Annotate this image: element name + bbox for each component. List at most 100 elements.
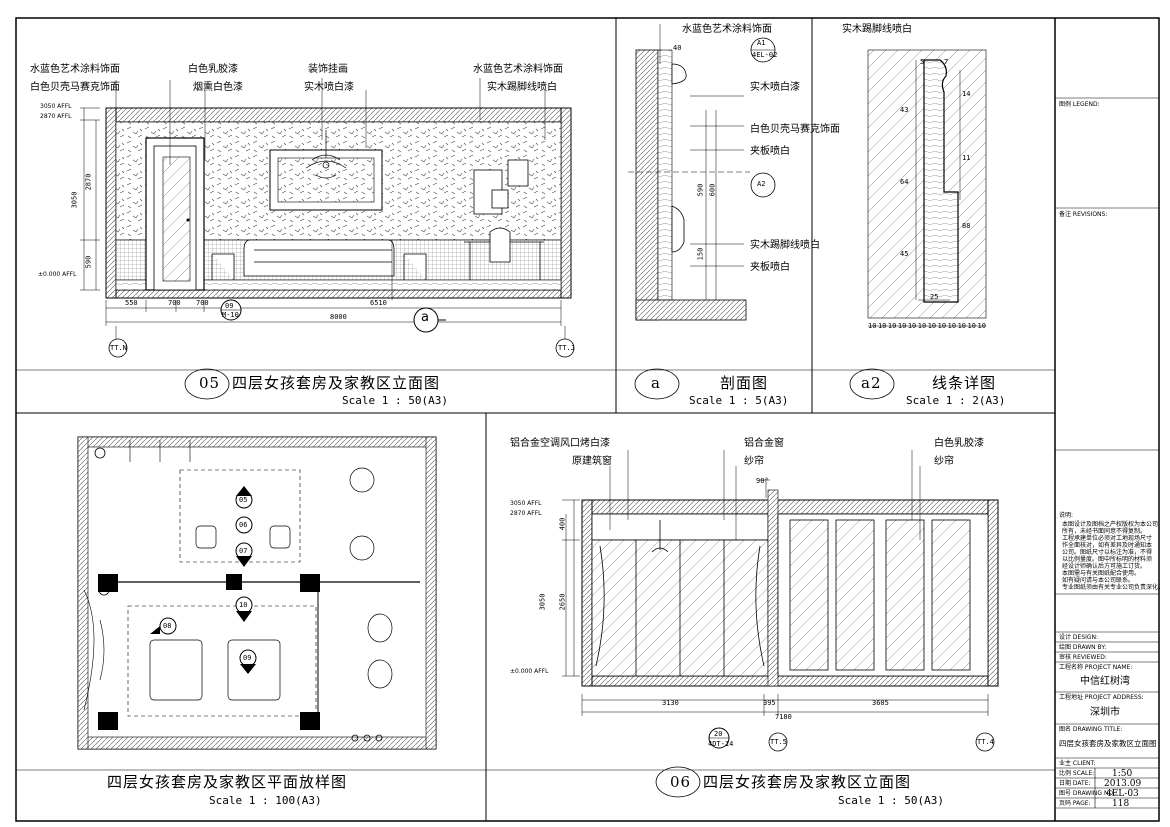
plan-marker-09-label: 09 bbox=[243, 654, 252, 662]
tb-revisions-label: 备注 REVISIONS: bbox=[1059, 211, 1108, 218]
e05-callout-ref: M-10 bbox=[222, 311, 239, 319]
tb-scale-value: 1:50 bbox=[1112, 769, 1133, 779]
tb-note-line: 专业图纸须由有关专业公司负责深化。 bbox=[1062, 584, 1165, 591]
da2-ruler-tick: 10 bbox=[927, 322, 937, 330]
tb-legend-label: 图例 LEGEND: bbox=[1059, 101, 1100, 108]
e06-label-2: 原建筑窗 bbox=[572, 456, 612, 467]
tb-notes-label: 说明: bbox=[1059, 512, 1074, 519]
da2-dim-2: 7 bbox=[944, 58, 949, 66]
sa-dim-3: 600 bbox=[708, 183, 717, 197]
e06-label-4: 纱帘 bbox=[744, 456, 764, 467]
da2-number: a2 bbox=[861, 374, 882, 392]
e05-label-1: 水蓝色艺术涂料饰面 bbox=[30, 64, 120, 75]
tb-note-line: 以比例量度。图中所标明的材料须 bbox=[1062, 556, 1153, 563]
detail-a2-drawing bbox=[849, 49, 987, 400]
e06-hdim-1: 3130 bbox=[662, 699, 679, 707]
elevation-05-drawing bbox=[80, 78, 575, 400]
da2-dim-5: 11 bbox=[962, 154, 971, 162]
plan-marker-10 bbox=[235, 596, 253, 622]
plan-title: 四层女孩套房及家教区平面放样图 bbox=[107, 773, 348, 791]
plan-scale: Scale 1 : 100(A3) bbox=[209, 794, 322, 807]
tb-drawing-title-label: 图名 DRAWING TITLE: bbox=[1059, 726, 1123, 733]
tb-note-line: 公司。图纸尺寸以标注为准，不得 bbox=[1062, 549, 1153, 556]
e05-label-3: 白色乳胶漆 bbox=[188, 64, 238, 75]
e05-label-6: 实木喷白漆 bbox=[304, 82, 354, 93]
tb-note-line: 本图需与有关图纸配合使用。 bbox=[1062, 570, 1141, 577]
e06-callout-num: 20 bbox=[714, 730, 723, 738]
sa-number: a bbox=[651, 374, 661, 392]
plan-marker-09 bbox=[239, 649, 257, 674]
tb-note-line: 所有，未经书面同意不得复制。 bbox=[1062, 528, 1147, 535]
da2-dim-9: 25 bbox=[930, 293, 939, 301]
plan-drawing bbox=[77, 436, 437, 750]
tb-drawing-no: 4EL-03 bbox=[1106, 789, 1139, 799]
plan-marker-05-label: 05 bbox=[239, 496, 248, 504]
da2-ruler-tick: 10 bbox=[937, 322, 947, 330]
sa-label-2: 实木喷白漆 bbox=[750, 82, 800, 93]
e05-label-5: 装饰挂画 bbox=[308, 64, 348, 75]
e05-grid-left: TT.N bbox=[110, 344, 127, 352]
e05-grid-right: TT.J bbox=[558, 344, 575, 352]
tb-page-no: 118 bbox=[1112, 799, 1130, 809]
tb-client-label: 业主 CLIENT: bbox=[1059, 760, 1096, 767]
elevation-06-drawing bbox=[562, 450, 999, 798]
sa-callout-a2: A2 bbox=[757, 180, 766, 188]
tb-page-label: 页码 PAGE: bbox=[1059, 800, 1091, 807]
e06-grid-left: TT.5 bbox=[770, 738, 787, 746]
e06-label-3: 铝合金窗 bbox=[744, 438, 784, 449]
e06-level-3: ±0.000 AFFL bbox=[510, 668, 549, 675]
da2-dim-4: 43 bbox=[900, 106, 909, 114]
sa-scale: Scale 1 : 5(A3) bbox=[689, 394, 789, 407]
plan-markers bbox=[150, 486, 257, 674]
plan-marker-05 bbox=[235, 486, 253, 509]
e05-section-mark: a bbox=[421, 310, 429, 325]
e05-number: 05 bbox=[199, 374, 221, 392]
e05-label-4: 烟熏白色漆 bbox=[193, 82, 243, 93]
e05-label-7: 水蓝色艺术涂料饰面 bbox=[473, 64, 563, 75]
tb-address-label: 工程地址 PROJECT ADDRESS: bbox=[1059, 694, 1144, 701]
tb-date-label: 日期 DATE: bbox=[1059, 780, 1091, 787]
e05-scale: Scale 1 : 50(A3) bbox=[342, 394, 448, 407]
e05-level-3: ±0.000 AFFL bbox=[38, 271, 77, 278]
e06-angle: 90° bbox=[756, 477, 769, 485]
tb-note-line: 经设计师确认后方可施工订货。 bbox=[1062, 563, 1147, 570]
tb-note-line: 如有疑问请与本公司联系。 bbox=[1062, 577, 1135, 584]
sa-callout-ref: 4EL-02 bbox=[752, 51, 778, 59]
tb-scale-label: 比例 SCALE: bbox=[1059, 770, 1095, 777]
plan-marker-06 bbox=[235, 516, 253, 534]
plan-marker-10-label: 10 bbox=[239, 601, 248, 609]
sa-dim-2: 590 bbox=[696, 183, 705, 197]
sa-dim-4: 150 bbox=[696, 247, 705, 261]
e06-scale: Scale 1 : 50(A3) bbox=[838, 794, 944, 807]
da2-ruler-tick: 10 bbox=[917, 322, 927, 330]
tb-note-line: 本图设计及图档之产权版权为本公司 bbox=[1062, 521, 1159, 528]
e06-number: 06 bbox=[670, 773, 692, 791]
e05-label-8: 实木踢脚线喷白 bbox=[487, 82, 557, 93]
tb-date-value: 2013.09 bbox=[1104, 779, 1142, 789]
da2-dim-7: 88 bbox=[962, 222, 971, 230]
e05-hdim-2: 700 bbox=[168, 299, 181, 307]
da2-scale: Scale 1 : 2(A3) bbox=[906, 394, 1006, 407]
plan-marker-08 bbox=[150, 617, 177, 635]
da2-ruler-tick: 10 bbox=[887, 322, 897, 330]
plan-marker-07-label: 07 bbox=[239, 547, 248, 555]
e06-label-1: 铝合金空调风口烤白漆 bbox=[510, 438, 610, 449]
da2-ruler-tick: 10 bbox=[967, 322, 976, 330]
e05-label-2: 白色贝壳马赛克饰面 bbox=[30, 82, 120, 93]
e05-title: 四层女孩套房及家教区立面图 bbox=[232, 374, 441, 392]
e05-level-2: 2870 AFFL bbox=[40, 113, 72, 120]
da2-dim-3: 14 bbox=[962, 90, 971, 98]
sa-dim-1: 40 bbox=[673, 44, 682, 52]
tb-project-name: 中信红树湾 bbox=[1080, 676, 1130, 687]
da2-ruler-tick: 10 bbox=[977, 322, 986, 330]
e05-hdim-4: 6510 bbox=[370, 299, 387, 307]
da2-ruler-tick: 10 bbox=[907, 322, 917, 330]
e06-level-2: 2870 AFFL bbox=[510, 510, 542, 517]
sa-label-5: 实木踢脚线喷白 bbox=[750, 240, 820, 251]
plan-marker-08-label: 08 bbox=[163, 622, 172, 630]
da2-dim-8: 45 bbox=[900, 250, 909, 258]
tb-drawn-label: 绘图 DRAWN BY: bbox=[1059, 644, 1107, 651]
tb-project-label: 工程名称 PROJECT NAME: bbox=[1059, 664, 1133, 671]
da2-ruler-tick: 10 bbox=[877, 322, 887, 330]
